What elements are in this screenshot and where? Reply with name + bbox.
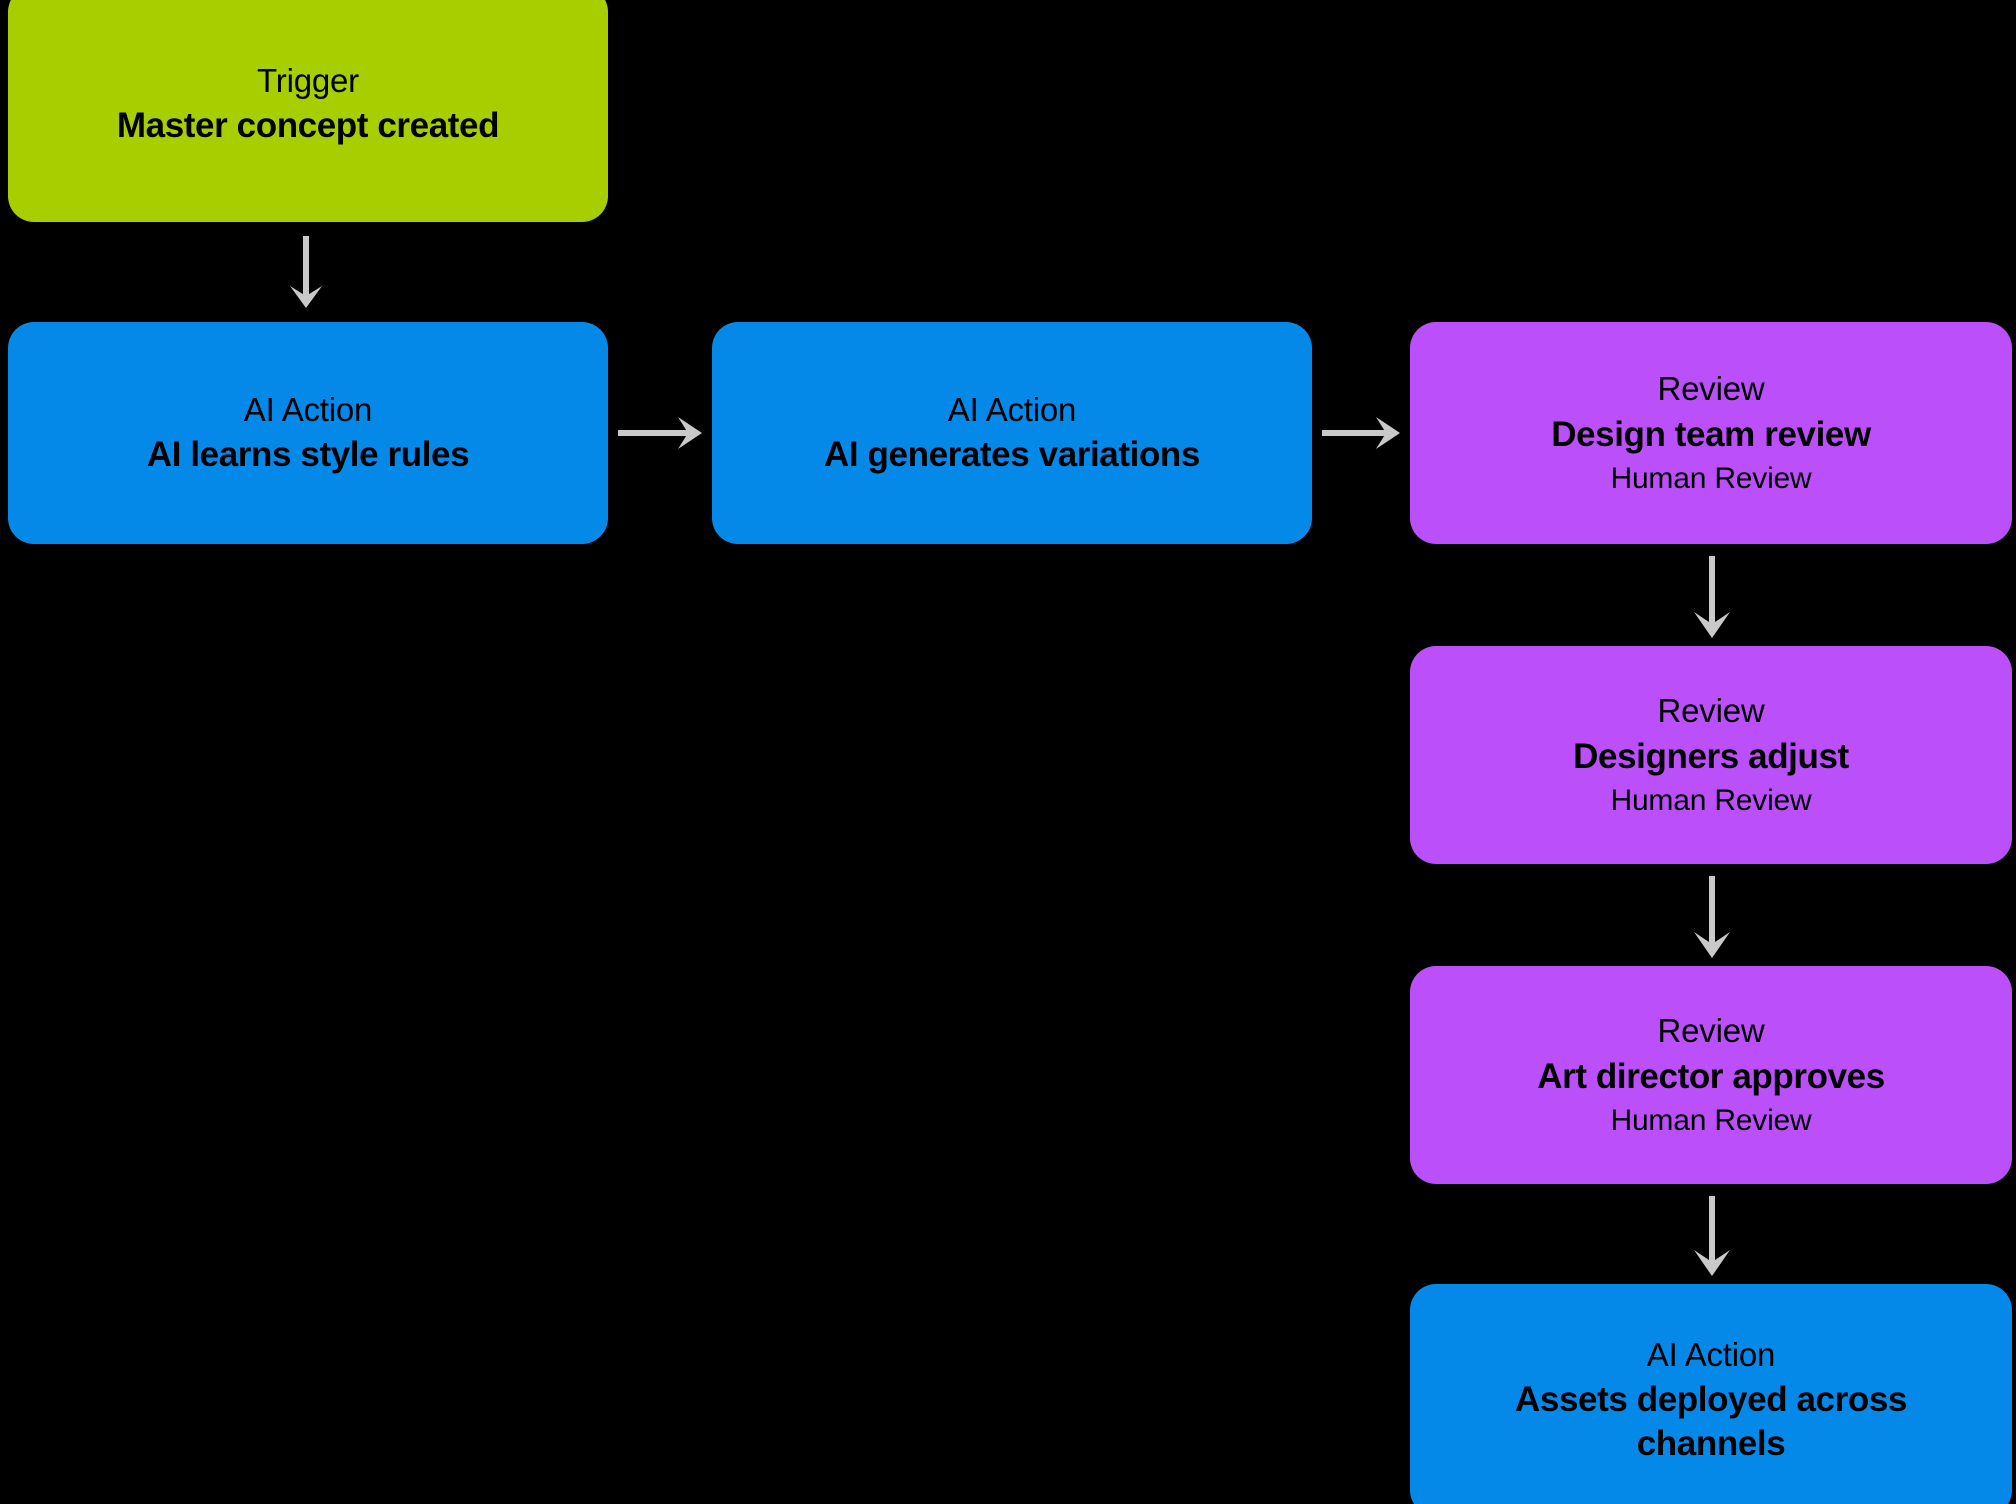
node-title-label: Design team review — [1551, 414, 1871, 454]
node-art-director-approves[interactable]: Review Art director approves Human Revie… — [1410, 966, 2012, 1184]
arrow-designers-adjust-to-art-director-approves — [1692, 876, 1732, 960]
node-design-team-review[interactable]: Review Design team review Human Review — [1410, 322, 2012, 544]
node-subtitle-label: Human Review — [1610, 1103, 1812, 1137]
node-title-label: Designers adjust — [1573, 736, 1849, 776]
node-title-label: Art director approves — [1537, 1056, 1885, 1096]
node-title-label: AI learns style rules — [146, 435, 470, 475]
node-kind-label: Trigger — [257, 61, 359, 99]
arrow-design-team-review-to-designers-adjust — [1692, 556, 1732, 640]
arrow-ai-generates-to-design-team-review — [1322, 413, 1402, 453]
node-kind-label: AI Action — [947, 390, 1077, 428]
node-subtitle-label: Human Review — [1610, 461, 1812, 495]
node-designers-adjust[interactable]: Review Designers adjust Human Review — [1410, 646, 2012, 864]
node-kind-label: AI Action — [1646, 1335, 1776, 1373]
node-ai-learns-style-rules[interactable]: AI Action AI learns style rules — [8, 322, 608, 544]
arrow-trigger-to-ai-learns — [286, 236, 326, 310]
node-subtitle-label: Human Review — [1610, 783, 1812, 817]
arrow-art-director-approves-to-assets-deployed — [1692, 1196, 1732, 1278]
node-kind-label: Review — [1657, 370, 1765, 408]
node-assets-deployed-across-channels[interactable]: AI Action Assets deployed across channel… — [1410, 1284, 2012, 1504]
node-title-label: Assets deployed across channels — [1515, 1380, 1907, 1464]
node-kind-label: AI Action — [243, 390, 373, 428]
node-title-label: Master concept created — [116, 106, 500, 146]
node-kind-label: Review — [1657, 1012, 1765, 1050]
node-title-label: AI generates variations — [824, 435, 1200, 475]
node-trigger[interactable]: Trigger Master concept created — [8, 0, 608, 222]
node-kind-label: Review — [1657, 692, 1765, 730]
node-ai-generates-variations[interactable]: AI Action AI generates variations — [712, 322, 1312, 544]
arrow-ai-learns-to-ai-generates — [618, 413, 704, 453]
